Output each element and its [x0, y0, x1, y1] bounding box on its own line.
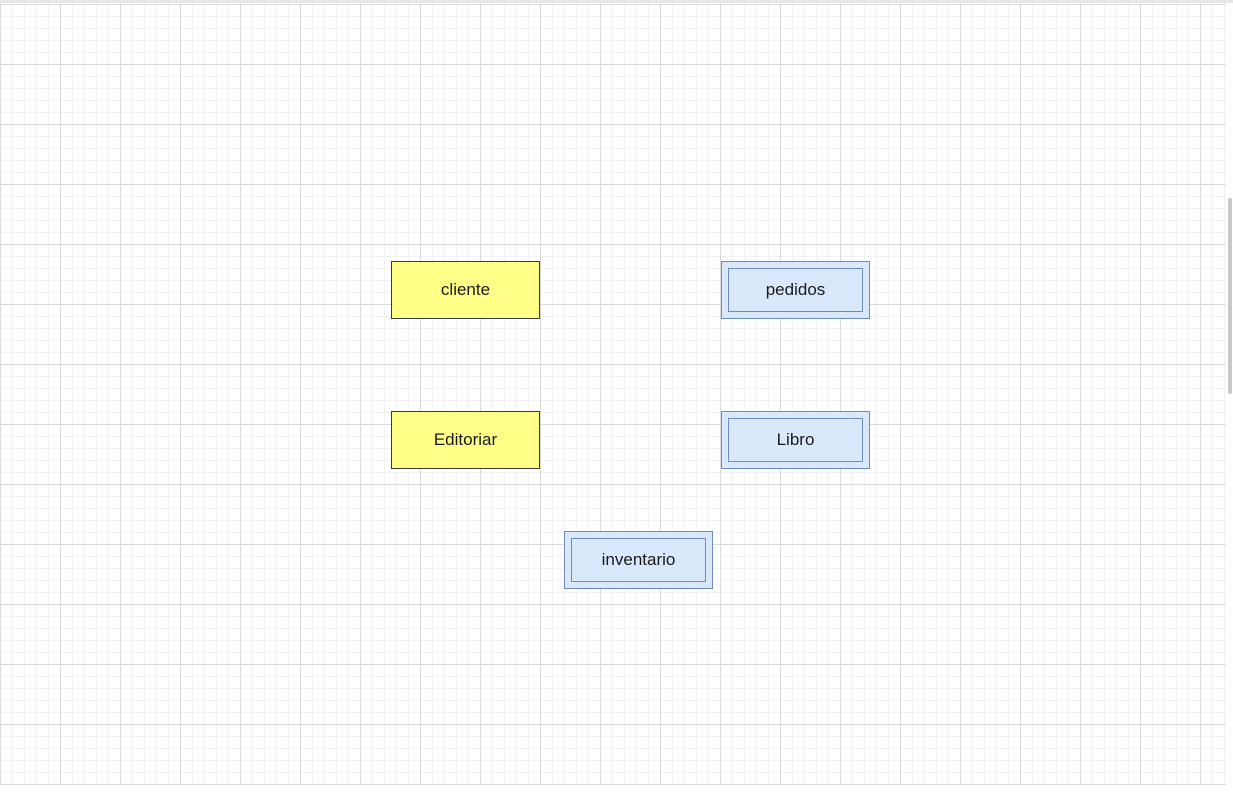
entity-cliente[interactable]: cliente	[391, 261, 540, 319]
entity-pedidos[interactable]: pedidos	[721, 261, 870, 319]
diagram-canvas[interactable]: cliente pedidos Editoriar Libro inventar…	[0, 3, 1226, 785]
entity-libro[interactable]: Libro	[721, 411, 870, 469]
entity-label: cliente	[440, 280, 491, 299]
weak-entity-inner-border	[728, 268, 863, 312]
entity-label: inventario	[601, 550, 676, 569]
toolbar-edge	[0, 0, 1233, 3]
vertical-scrollbar[interactable]	[1228, 198, 1232, 394]
entity-inventario[interactable]: inventario	[564, 531, 713, 589]
entity-editoriar[interactable]: Editoriar	[391, 411, 540, 469]
weak-entity-inner-border	[728, 418, 863, 462]
entity-label: Editoriar	[433, 430, 498, 449]
entity-label: Libro	[776, 430, 815, 449]
weak-entity-inner-border	[571, 538, 706, 582]
entity-label: pedidos	[765, 280, 826, 299]
